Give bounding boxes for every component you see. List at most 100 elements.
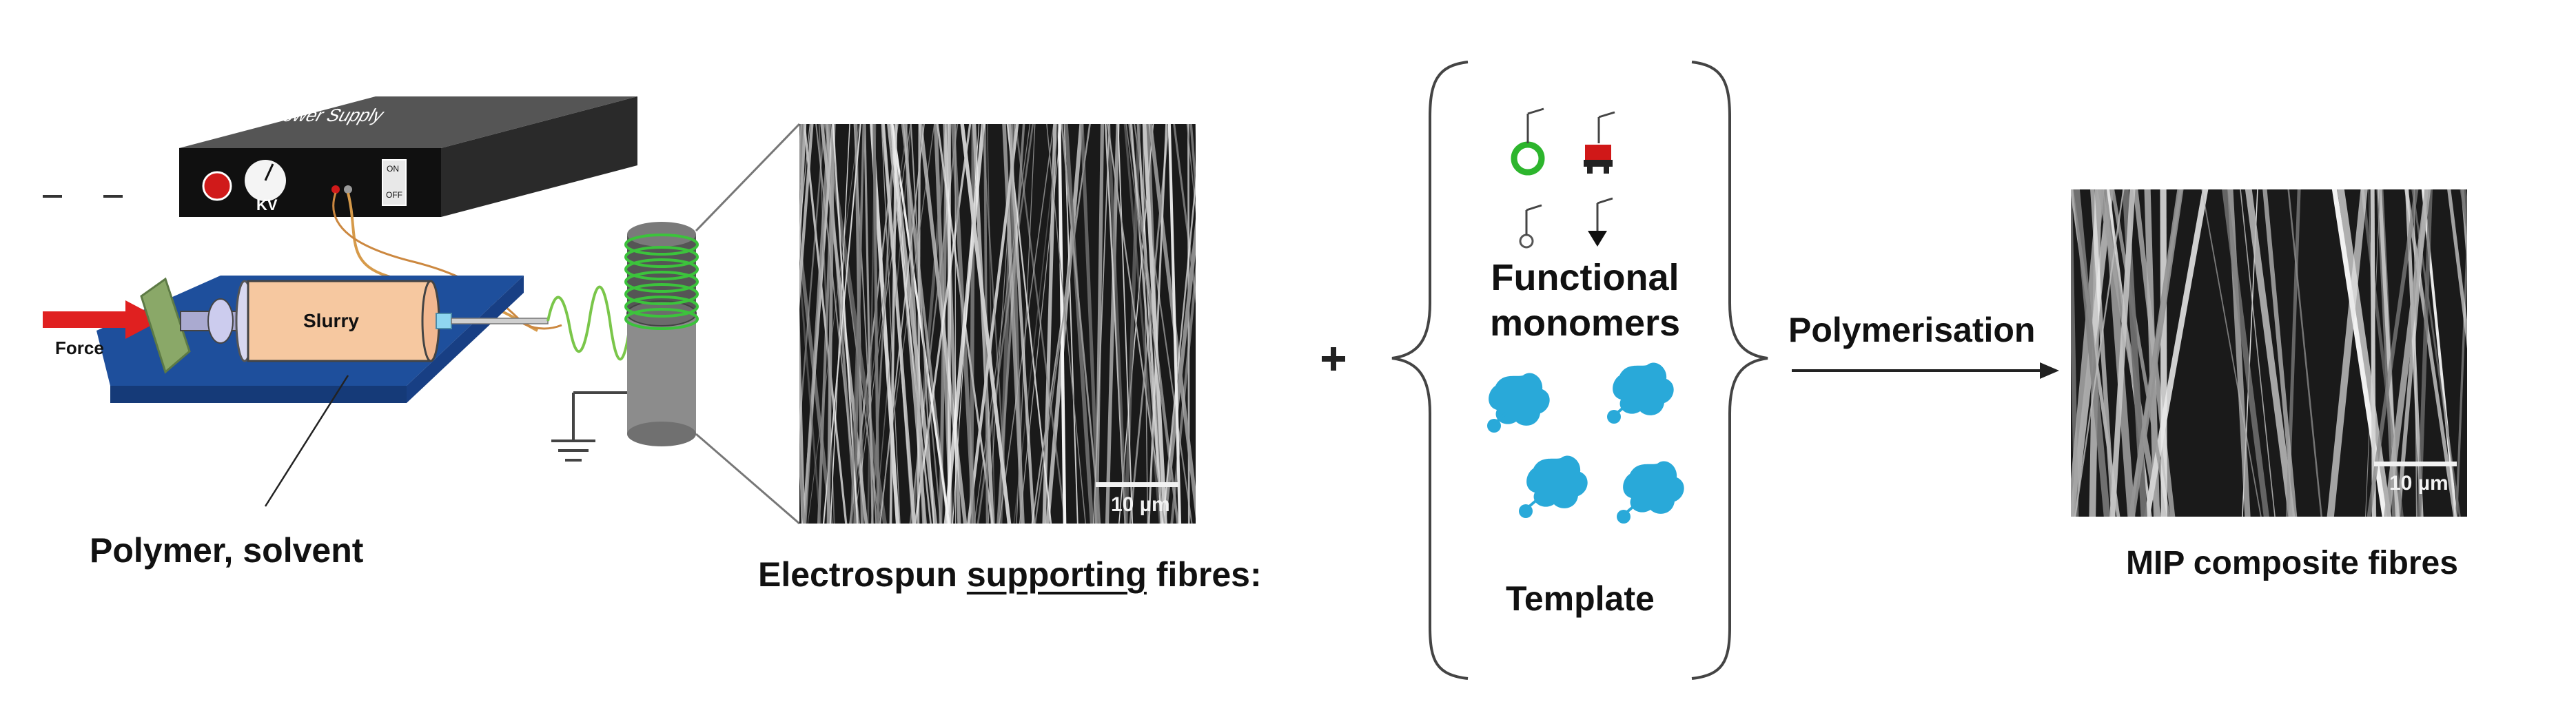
monomer-red-icon (1584, 111, 1615, 174)
scale-bar-label: 10 µm (1111, 493, 1170, 516)
fibre-strand (2160, 189, 2167, 517)
functional-line-2: monomers (1489, 302, 1681, 344)
fibre-strand (2073, 189, 2111, 517)
sem-image-mip-fibres: 10 µm (2071, 189, 2467, 517)
scale-bar (2374, 462, 2457, 466)
template-molecule-icon (1519, 455, 1588, 518)
syringe-body (247, 280, 432, 362)
fibre-strand (960, 124, 1012, 524)
fibre-strand (2367, 189, 2419, 517)
fibre-strand (1134, 124, 1193, 524)
polymer-solvent-label: Polymer, solvent (90, 531, 364, 570)
fibre-strand (2240, 189, 2276, 517)
fibre-strand (1064, 124, 1094, 524)
fibre-strand (2201, 189, 2262, 517)
fibre-strand (2417, 189, 2433, 517)
fibre-strand (1093, 124, 1110, 524)
fibre-strand (799, 124, 810, 236)
template-molecule-icon (1607, 362, 1674, 424)
fibre-strand (2447, 189, 2467, 349)
fibre-strand (872, 124, 880, 524)
fibre-strand (2144, 189, 2209, 517)
template-molecule-icon (1617, 461, 1684, 524)
fibre-strand (2074, 189, 2125, 517)
template-label: Template (1506, 579, 1655, 618)
zoom-line (695, 123, 801, 232)
syringe-pusher (140, 277, 191, 374)
fibre-strand (902, 124, 942, 524)
left-brace (1391, 61, 1469, 680)
fibre-strand (903, 124, 926, 524)
fibre-strand (999, 124, 1054, 524)
fibre-strand (875, 124, 912, 524)
fibre-strand (2262, 189, 2298, 517)
fibre-strand (1167, 124, 1182, 524)
fibre-strand (2337, 189, 2392, 517)
fibre-strand (818, 124, 835, 524)
fibre-strand (977, 124, 1034, 524)
fibre-strand (824, 124, 888, 524)
fibre-strand (881, 124, 901, 524)
fibre-strand (987, 124, 995, 524)
monomer-arrow-icon (1588, 197, 1613, 247)
fibre-strand (914, 124, 972, 524)
fibre-strand (2128, 189, 2184, 517)
fibre-strand (881, 124, 917, 524)
fibre-strand (2384, 189, 2431, 517)
fibre-strand (1045, 124, 1084, 524)
fibre-strand (2222, 189, 2269, 517)
fibre-strand (799, 258, 821, 524)
electrospun-label: Electrospun supporting fibres: (758, 555, 1262, 594)
sem-image-supporting-fibres: 10 µm (799, 124, 1196, 524)
fibre-strand (799, 436, 806, 524)
scale-bar (1096, 482, 1178, 487)
meter-label: KV (256, 196, 278, 214)
fibre-strand (2110, 189, 2171, 517)
fibre-strand (2109, 189, 2136, 517)
scale-bar-label: 10 µm (2389, 472, 2449, 495)
fibre-strand (2327, 189, 2368, 517)
fibre-strand (2287, 189, 2322, 517)
electrospun-underlined: supporting (966, 555, 1147, 594)
fibre-strand (1009, 124, 1024, 524)
fibre-strand (943, 124, 961, 524)
monomer-pin-icon (1519, 204, 1542, 249)
switch-on-label: ON (387, 164, 399, 174)
fibre-strand (1042, 124, 1057, 524)
zoom-line (695, 433, 800, 525)
fibre-strand (1046, 124, 1086, 524)
fibre-strand (1142, 124, 1167, 524)
functional-monomers-label: Functional monomers (1482, 255, 1688, 346)
polymerisation-arrow (1792, 362, 2059, 379)
fibre-strand (943, 124, 985, 524)
fibre-strand (891, 124, 950, 524)
fibre-strand (981, 124, 1009, 524)
fibre-strand (1107, 124, 1165, 524)
slurry-label: Slurry (303, 310, 359, 331)
fibre-strand (1187, 124, 1190, 524)
coil-windings (624, 234, 699, 330)
power-supply-box (179, 96, 637, 217)
right-brace (1691, 61, 1768, 680)
electrospun-suffix: fibres: (1146, 555, 1262, 594)
fibre-strand (799, 124, 807, 270)
fibre-strand (2245, 189, 2296, 517)
fibre-strand (1147, 124, 1168, 524)
fibre-strand (1125, 124, 1178, 524)
fibre-strand (826, 124, 835, 524)
pointer-line (264, 375, 349, 507)
fibre-strand (1173, 124, 1196, 304)
fibre-strand (2098, 189, 2162, 517)
sem-fibre-texture (2071, 189, 2467, 517)
syringe-needle (451, 318, 549, 324)
fibre-strand (799, 305, 806, 524)
fibre-strand (917, 124, 921, 524)
fibre-strand (2404, 189, 2457, 517)
fibre-strand (863, 124, 874, 524)
monomer-ring-icon (1511, 107, 1545, 176)
plus-sign (1322, 347, 1345, 371)
ground-icon (551, 391, 627, 462)
sem-fibre-texture (799, 124, 1196, 524)
